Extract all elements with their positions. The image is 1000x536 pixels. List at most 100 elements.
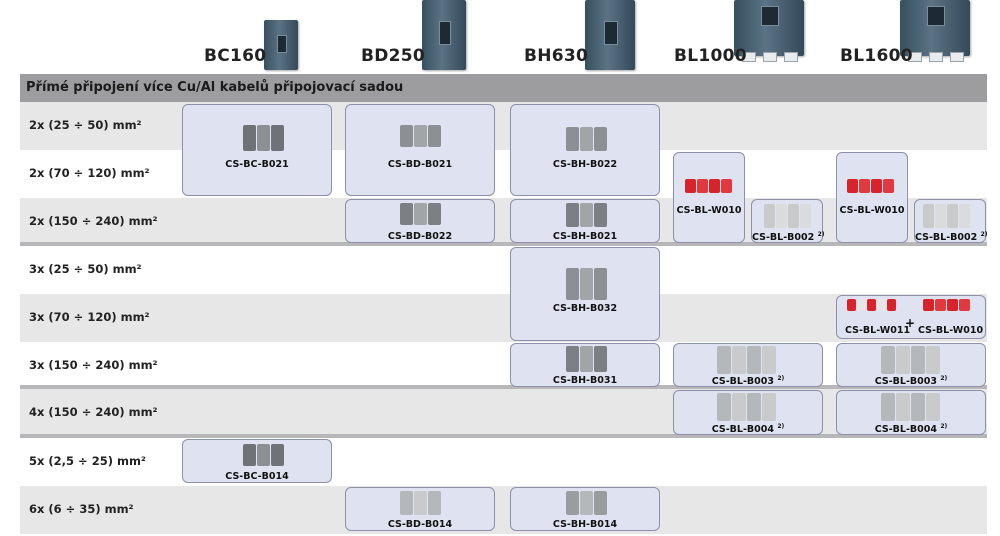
row-label: 2x (150 ÷ 240) mm²	[29, 214, 158, 228]
row-4x-150-240: 4x (150 ÷ 240) mm²	[20, 389, 987, 437]
section-title: Přímé připojení více Cu/Al kabelů připoj…	[26, 80, 404, 95]
kit-cell-cs-bl-w011-w010[interactable]: CS-BL-W011 + CS-BL-W010	[836, 295, 986, 339]
kit-code-text: CS-BL-B003	[874, 376, 937, 388]
group-divider	[20, 385, 987, 389]
breaker-image-bh630	[585, 0, 635, 70]
terminal-kit-image	[400, 491, 441, 515]
row-label: 3x (70 ÷ 120) mm²	[29, 310, 150, 324]
terminal-kit-image	[566, 203, 607, 227]
red-busbar-image	[685, 179, 732, 193]
row-3x-150-240: 3x (150 ÷ 240) mm²	[20, 342, 987, 390]
red-busbar-image	[847, 179, 894, 193]
terminal-kit-image	[243, 444, 284, 466]
row-label: 2x (25 ÷ 50) mm²	[29, 118, 142, 132]
footnote-mark: 2)	[777, 423, 785, 430]
terminal-block-image	[717, 393, 776, 421]
kit-cell-cs-bl-b002-bl1000[interactable]: CS-BL-B002 2)	[751, 199, 825, 244]
kit-cell-cs-bl-b003-bl1000[interactable]: CS-BL-B003 2)	[673, 343, 823, 387]
row-2x-70-120: 2x (70 ÷ 120) mm²	[20, 150, 987, 198]
kit-code: CS-BD-B014	[387, 519, 453, 530]
kit-code: CS-BD-B022	[387, 231, 453, 242]
kit-code: CS-BL-W010	[676, 205, 742, 216]
model-label-bl1600: BL1600	[840, 46, 913, 66]
kit-cell-cs-bh-b022[interactable]: CS-BH-B022	[510, 104, 660, 196]
kit-code: CS-BL-B004 2)	[837, 423, 985, 435]
kit-code: CS-BH-B021	[552, 231, 618, 242]
terminal-kit-image	[566, 268, 607, 300]
kit-cell-cs-bl-w010-bl1000[interactable]: CS-BL-W010	[673, 152, 745, 243]
breaker-image-bl1600	[900, 0, 970, 62]
footnote-mark: 2)	[817, 231, 825, 238]
kit-code: CS-BD-B021	[387, 159, 453, 170]
kit-code: CS-BL-B003 2)	[837, 375, 985, 387]
row-5x-2-5-25: 5x (2,5 ÷ 25) mm²	[20, 438, 987, 486]
footnote-mark: 2)	[980, 231, 988, 238]
model-label-bl1000: BL1000	[674, 46, 747, 66]
kit-code: CS-BC-B021	[225, 159, 289, 170]
kit-code-text: CS-BL-B004	[874, 424, 937, 436]
kit-cell-cs-bd-b022[interactable]: CS-BD-B022	[345, 199, 495, 243]
kit-code: CS-BL-W010	[839, 205, 905, 216]
terminal-kit-image	[566, 127, 607, 151]
row-label: 3x (150 ÷ 240) mm²	[29, 358, 158, 372]
footnote-mark: 2)	[940, 375, 948, 382]
kit-code-w011: CS-BL-W011	[845, 325, 911, 336]
kit-code: CS-BH-B031	[552, 375, 618, 386]
kit-cell-cs-bl-b004-bl1000[interactable]: CS-BL-B004 2)	[673, 390, 823, 435]
model-label-bd250: BD250	[361, 46, 426, 66]
row-label: 4x (150 ÷ 240) mm²	[29, 405, 158, 419]
kit-cell-cs-bd-b021[interactable]: CS-BD-B021	[345, 104, 495, 196]
kit-code: CS-BL-B004 2)	[674, 423, 822, 435]
terminal-block-image	[881, 346, 940, 374]
kit-cell-cs-bl-b002-bl1600[interactable]: CS-BL-B002 2)	[914, 199, 988, 243]
breaker-image-bc160	[264, 20, 298, 70]
plus-sign: +	[905, 316, 916, 330]
kit-code: CS-BH-B022	[552, 159, 618, 170]
terminal-kit-image	[400, 125, 441, 147]
kit-cell-cs-bh-b014[interactable]: CS-BH-B014	[510, 487, 660, 531]
kit-cell-cs-bl-b004-bl1600[interactable]: CS-BL-B004 2)	[836, 390, 986, 435]
row-6x-6-35: 6x (6 ÷ 35) mm²	[20, 486, 987, 534]
row-label: 2x (70 ÷ 120) mm²	[29, 166, 150, 180]
section-title-bar: Přímé připojení více Cu/Al kabelů připoj…	[20, 74, 987, 102]
kit-code-w010: CS-BL-W010	[918, 325, 984, 336]
kit-cell-cs-bc-b014[interactable]: CS-BC-B014	[182, 439, 332, 483]
kit-code-text: CS-BL-B003	[711, 376, 774, 388]
row-3x-70-120: 3x (70 ÷ 120) mm²	[20, 294, 987, 342]
terminal-block-image	[923, 204, 970, 228]
footnote-mark: 2)	[940, 423, 948, 430]
group-divider	[20, 434, 987, 438]
kit-code: CS-BL-B002 2)	[915, 231, 988, 243]
row-2x-150-240: 2x (150 ÷ 240) mm²	[20, 198, 987, 246]
breaker-image-bd250	[422, 0, 466, 70]
kit-cell-cs-bh-b032[interactable]: CS-BH-B032	[510, 247, 660, 341]
terminal-kit-image	[566, 491, 607, 515]
terminal-block-image	[881, 393, 940, 421]
kit-code-text: CS-BL-B002	[752, 232, 815, 244]
group-divider	[20, 242, 987, 246]
red-busbar-w011-image	[847, 299, 896, 311]
terminal-kit-image	[243, 125, 284, 151]
kit-cell-cs-bl-w010-bl1600[interactable]: CS-BL-W010	[836, 152, 908, 243]
row-label: 3x (25 ÷ 50) mm²	[29, 262, 142, 276]
model-label-bh630: BH630	[524, 46, 589, 66]
model-label-bc160: BC160	[204, 46, 267, 66]
kit-code: CS-BC-B014	[225, 471, 289, 482]
product-header: BC160 BD250 BH630 BL1000 BL1600	[0, 0, 1000, 74]
kit-code: CS-BH-B032	[552, 303, 618, 314]
kit-code: CS-BL-B002 2)	[752, 231, 825, 244]
terminal-kit-image	[566, 346, 607, 372]
terminal-block-image	[717, 346, 776, 374]
kit-code-text: CS-BL-B004	[711, 424, 774, 436]
kit-cell-cs-bh-b021[interactable]: CS-BH-B021	[510, 199, 660, 243]
kit-cell-cs-bd-b014[interactable]: CS-BD-B014	[345, 487, 495, 531]
row-3x-25-50: 3x (25 ÷ 50) mm²	[20, 246, 987, 294]
footnote-mark: 2)	[777, 375, 785, 382]
kit-cell-cs-bh-b031[interactable]: CS-BH-B031	[510, 343, 660, 387]
kit-cell-cs-bl-b003-bl1600[interactable]: CS-BL-B003 2)	[836, 343, 986, 387]
row-label: 6x (6 ÷ 35) mm²	[29, 502, 134, 516]
terminal-block-image	[764, 204, 811, 228]
kit-code: CS-BL-B003 2)	[674, 375, 822, 387]
kit-cell-cs-bc-b021[interactable]: CS-BC-B021	[182, 104, 332, 196]
terminal-kit-image	[400, 203, 441, 225]
